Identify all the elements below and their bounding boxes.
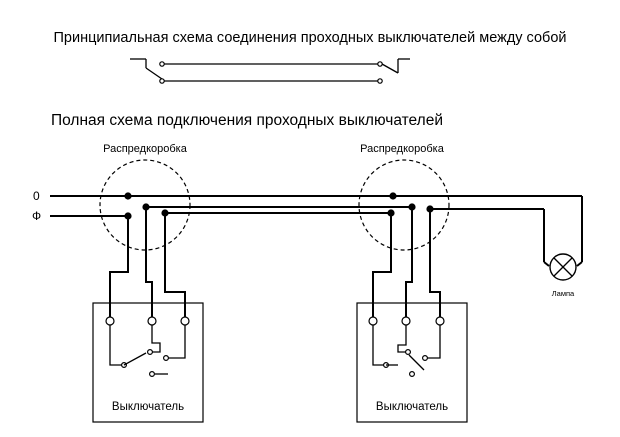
junction-icon: [408, 203, 416, 211]
junction-box-right: [358, 159, 450, 251]
switch-right: Выключатель: [356, 302, 468, 423]
junction-box-left-label: Распредкоробка: [103, 143, 188, 155]
terminal-icon: [147, 316, 157, 326]
junction-icon: [124, 192, 132, 200]
schematic-title: Принципиальная схема соединения проходны…: [53, 30, 566, 46]
terminal-icon: [401, 316, 411, 326]
switch-left: Выключатель: [92, 302, 204, 423]
junction-icon: [161, 209, 169, 217]
switch-left-housing: [92, 302, 204, 423]
terminal-icon: [180, 316, 190, 326]
phase-wire-label: Ф: [32, 209, 41, 223]
junction-icon: [142, 203, 150, 211]
junction-icon: [426, 205, 434, 213]
junction-icon: [124, 212, 132, 220]
switch-right-blade: [408, 354, 425, 371]
lamp-label: Лампа: [552, 289, 575, 298]
junction-dots: [124, 192, 434, 220]
terminal-icon: [435, 316, 445, 326]
terminal-icon: [105, 316, 115, 326]
switch-right-housing: [356, 302, 468, 423]
left-switch-blade: [145, 67, 163, 80]
junction-box-right-label: Распредкоробка: [360, 143, 445, 155]
switch-right-label: Выключатель: [376, 401, 448, 413]
switch-left-label: Выключатель: [112, 401, 184, 413]
right-switch-blade: [381, 63, 399, 74]
junction-icon: [387, 209, 395, 217]
junction-icon: [389, 192, 397, 200]
neutral-wire-label: 0: [33, 189, 40, 203]
full-schematic-title: Полная схема подключения проходных выклю…: [51, 112, 443, 129]
terminal-icon: [368, 316, 378, 326]
lamp-icon: [543, 253, 583, 281]
switch-left-blade: [123, 352, 147, 366]
principal-schematic: [130, 58, 410, 84]
wiring: [50, 195, 583, 320]
